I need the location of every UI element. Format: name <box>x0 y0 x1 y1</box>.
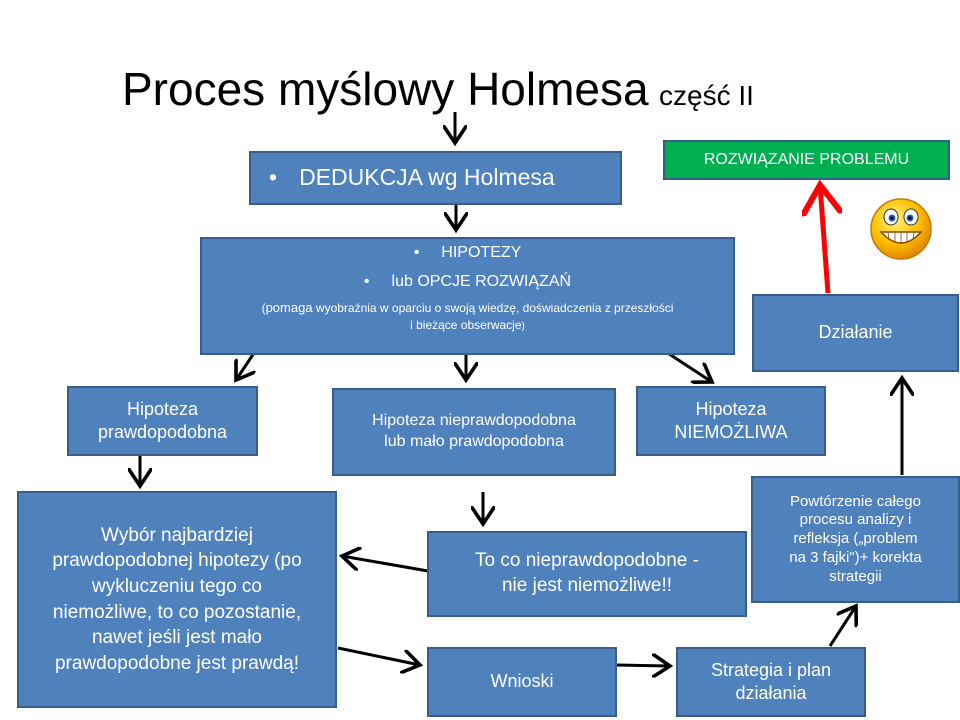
powtorzenie-line2: procesu analizy i <box>799 511 912 529</box>
node-powtorzenie: Powtórzenie całego procesu analizy i ref… <box>751 476 960 603</box>
wybor-line4: niemożliwe, to co pozostanie, <box>52 601 302 623</box>
nieprawdopodobna-line1: Hipoteza nieprawdopodobna <box>372 412 576 430</box>
wybor-line1: Wybór najbardziej <box>101 524 253 546</box>
conclusion-line2: nie jest niemożliwe!! <box>501 575 673 596</box>
arrow-wnioski-to-strategia <box>616 665 670 666</box>
hipotezy-line1: HIPOTEZY <box>414 243 521 264</box>
page-title: Proces myślowy Holmesa część II <box>122 62 882 122</box>
node-hipoteza-niemozliwa: Hipoteza NIEMOŻLIWA <box>636 386 826 456</box>
node-nieprawdopodobne-conclusion: To co nieprawdopodobne - nie jest niemoż… <box>427 531 747 617</box>
note-rest: wyobraźnia w oparciu o swoją wiedzę, doś… <box>312 300 674 315</box>
niemozliwa-line2: NIEMOŻLIWA <box>674 422 788 442</box>
note-lead: pomaga <box>265 299 313 315</box>
prawdopodobna-line2: prawdopodobna <box>97 422 228 442</box>
grinning-face-icon <box>870 198 932 260</box>
node-hipoteza-prawdopodobna: Hipoteza prawdopodobna <box>67 386 258 456</box>
powtorzenie-line3: refleksja („problem <box>793 530 918 548</box>
note-line2: i bieżące obserwacje) <box>262 317 674 335</box>
strategia-line1: Strategia i plan <box>710 659 832 680</box>
dzialanie-label: Działanie <box>818 322 893 343</box>
node-wybor: Wybór najbardziej prawdopodobnej hipotez… <box>17 491 337 708</box>
wybor-line5: nawet jeśli jest mało <box>91 627 263 649</box>
prawdopodobna-line1: Hipoteza <box>126 398 199 419</box>
node-strategia: Strategia i plan działania <box>676 647 866 717</box>
node-dzialanie: Działanie <box>752 294 959 372</box>
arrow-strategia-to-powtorzenie <box>828 606 856 647</box>
niemozliwa-line1: Hipoteza <box>695 398 767 419</box>
dedukcja-label: DEDUKCJA wg Holmesa <box>269 163 555 193</box>
hipotezy-line2: lub OPCJE ROZWIĄZAŃ <box>364 272 572 293</box>
powtorzenie-line1: Powtórzenie całego <box>790 492 921 510</box>
powtorzenie-line5: strategii <box>829 567 882 585</box>
note-open-paren: ( <box>261 300 266 315</box>
hipotezy-note: (pomaga wyobraźnia w oparciu o swoją wie… <box>262 299 674 335</box>
node-dedukcja: DEDUKCJA wg Holmesa <box>249 151 622 205</box>
node-wnioski: Wnioski <box>427 647 617 717</box>
note-close-paren: ) <box>521 321 525 333</box>
wybor-line3: wykluczeniu tego co <box>91 575 263 597</box>
arrow-hipotezy-to-prawdopodobna <box>236 349 258 380</box>
title-subtitle: część II <box>659 80 754 111</box>
node-hipoteza-nieprawdopodobna: Hipoteza nieprawdopodobna lub mało prawd… <box>332 388 616 476</box>
rozwiazanie-label: ROZWIĄZANIE PROBLEMU <box>703 150 910 168</box>
arrow-dzialanie-to-rozwiazanie <box>820 185 828 294</box>
wybor-line2: prawdopodobnej hipotezy (po <box>52 550 302 572</box>
arrow-wybor-to-wnioski <box>337 646 420 665</box>
node-rozwiazanie-problemu: ROZWIĄZANIE PROBLEMU <box>663 140 950 180</box>
title-main: Proces myślowy Holmesa <box>122 63 649 115</box>
strategia-line2: działania <box>735 683 807 703</box>
wybor-line6: prawdopodobne jest prawdą! <box>54 652 299 674</box>
powtorzenie-line4: na 3 fajki")+ korekta <box>789 548 922 566</box>
note-line2-text: i bieżące obserwacje <box>410 318 522 333</box>
nieprawdopodobna-line2: lub mało prawdopodobna <box>384 433 564 450</box>
arrow-conclusion-to-wybor <box>342 556 429 573</box>
wnioski-label: Wnioski <box>490 671 554 692</box>
conclusion-line1: To co nieprawdopodobne - <box>475 550 699 572</box>
node-hipotezy: HIPOTEZY lub OPCJE ROZWIĄZAŃ (pomaga wyo… <box>200 237 735 355</box>
